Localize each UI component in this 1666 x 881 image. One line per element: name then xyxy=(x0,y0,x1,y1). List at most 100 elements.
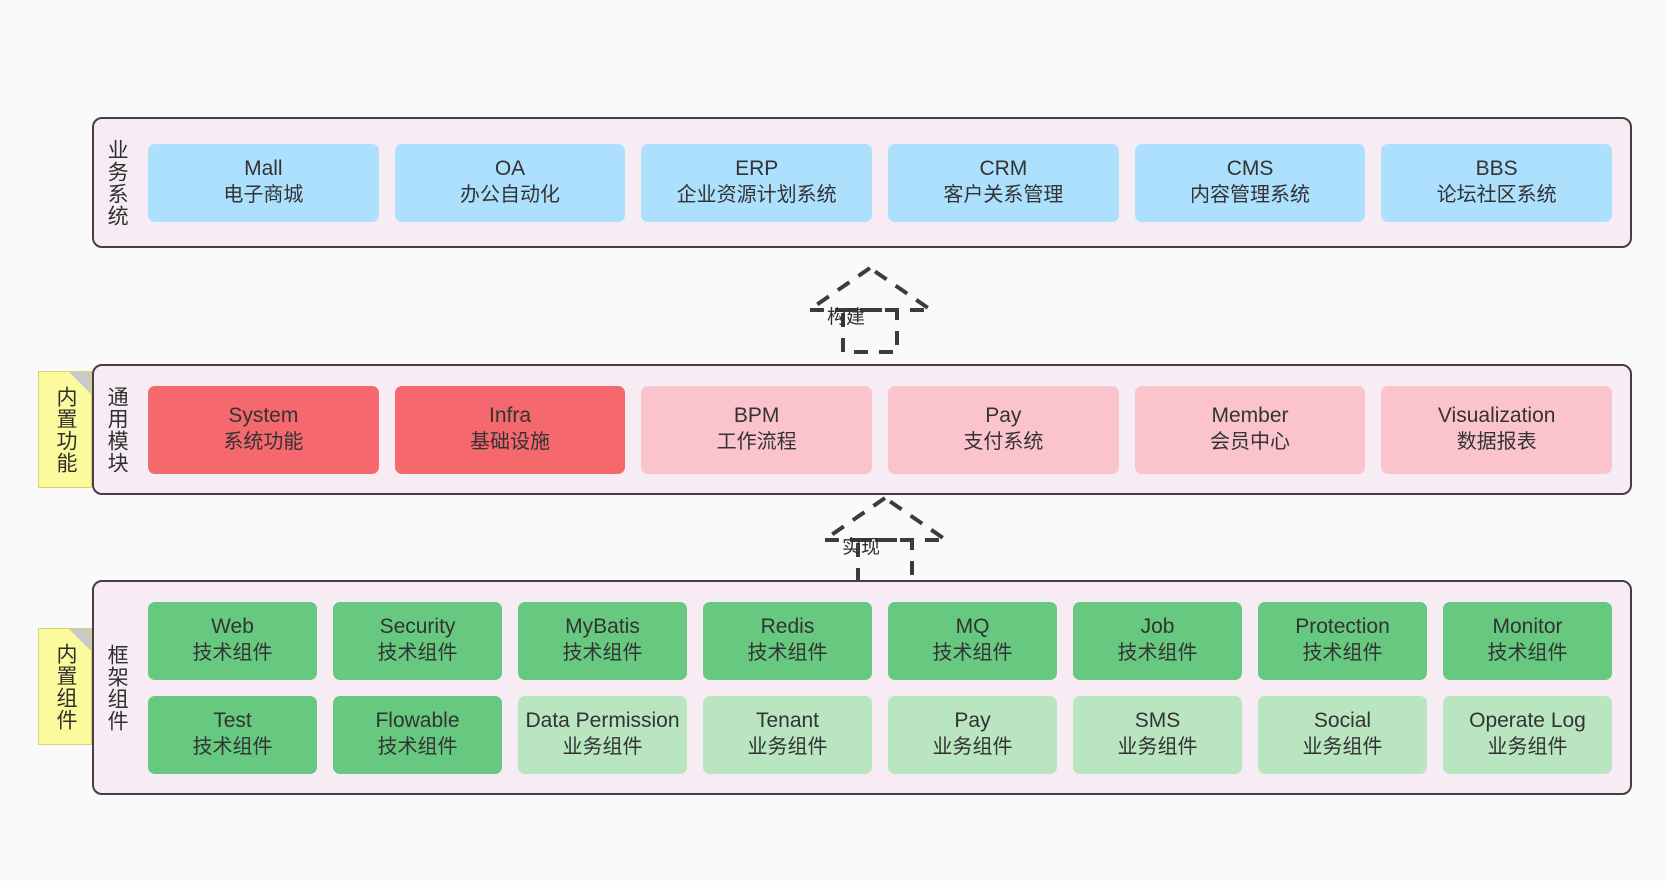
layer-title-framework-components: 框架组件 xyxy=(105,643,129,732)
card-mq[interactable]: MQ 技术组件 xyxy=(888,601,1057,680)
card-subtitle: 技术组件 xyxy=(562,642,643,665)
card-bbs[interactable]: BBS 论坛社区系统 xyxy=(1381,143,1613,222)
card-social[interactable]: Social 业务组件 xyxy=(1258,695,1427,774)
card-subtitle: 企业资源计划系统 xyxy=(676,184,837,207)
card-cms[interactable]: CMS 内容管理系统 xyxy=(1134,143,1366,222)
card-title: BBS xyxy=(1475,157,1518,181)
card-title: MyBatis xyxy=(565,615,640,639)
card-subtitle: 业务组件 xyxy=(932,736,1013,759)
card-subtitle: 基础设施 xyxy=(470,431,550,454)
card-title: Monitor xyxy=(1492,615,1563,639)
implement-arrow-icon xyxy=(817,495,953,584)
card-subtitle: 会员中心 xyxy=(1210,431,1291,454)
card-subtitle: 业务组件 xyxy=(1487,736,1568,759)
card-title: System xyxy=(228,404,299,428)
card-pay[interactable]: Pay 支付系统 xyxy=(888,385,1119,474)
card-title: MQ xyxy=(955,615,990,639)
layer-body-business-systems: Mall 电子商城 OA 办公自动化 ERP 企业资源计划系统 CRM 客户关系… xyxy=(138,119,1630,246)
card-row: Web 技术组件 Security 技术组件 MyBatis 技术组件 Redi… xyxy=(148,601,1612,680)
card-operate-log[interactable]: Operate Log 业务组件 xyxy=(1443,695,1612,774)
note-label: 内置组件 xyxy=(54,642,77,731)
card-monitor[interactable]: Monitor 技术组件 xyxy=(1443,601,1612,680)
card-mall[interactable]: Mall 电子商城 xyxy=(148,143,379,222)
card-subtitle: 技术组件 xyxy=(932,642,1013,665)
card-title: Web xyxy=(211,615,254,639)
card-subtitle: 业务组件 xyxy=(1117,736,1198,759)
card-erp[interactable]: ERP 企业资源计划系统 xyxy=(641,143,873,222)
card-subtitle: 技术组件 xyxy=(192,642,273,665)
card-infra[interactable]: Infra 基础设施 xyxy=(394,385,626,474)
card-job[interactable]: Job 技术组件 xyxy=(1073,601,1242,680)
card-title: Protection xyxy=(1295,615,1390,639)
card-member[interactable]: Member 会员中心 xyxy=(1134,385,1366,474)
card-title: Mall xyxy=(244,157,283,181)
card-title: Data Permission xyxy=(525,709,680,733)
card-subtitle: 业务组件 xyxy=(1302,736,1383,759)
layer-business-systems: 业务系统 Mall 电子商城 OA 办公自动化 ERP 企业资源计划系统 CRM… xyxy=(92,117,1632,248)
card-subtitle: 系统功能 xyxy=(223,431,304,454)
connector-label-implement: 实现 xyxy=(842,537,881,558)
build-arrow-icon xyxy=(802,265,938,354)
card-title: Security xyxy=(379,615,456,639)
card-subtitle: 客户关系管理 xyxy=(943,184,1064,207)
card-tenant[interactable]: Tenant 业务组件 xyxy=(703,695,872,774)
card-mybatis[interactable]: MyBatis 技术组件 xyxy=(518,601,687,680)
note-builtin-components: 内置组件 xyxy=(38,628,92,745)
card-subtitle: 支付系统 xyxy=(963,431,1044,454)
layer-title-business-systems: 业务系统 xyxy=(105,138,129,227)
card-test[interactable]: Test 技术组件 xyxy=(148,695,317,774)
card-subtitle: 电子商城 xyxy=(223,184,304,207)
note-fold-corner xyxy=(69,629,91,651)
note-builtin-functions: 内置功能 xyxy=(38,371,92,488)
connector-implement: 实现 xyxy=(810,492,960,584)
card-title: Test xyxy=(213,709,252,733)
card-title: Pay xyxy=(985,404,1022,428)
card-protection[interactable]: Protection 技术组件 xyxy=(1258,601,1427,680)
card-flowable[interactable]: Flowable 技术组件 xyxy=(333,695,502,774)
card-title: CMS xyxy=(1226,157,1274,181)
card-subtitle: 业务组件 xyxy=(747,736,828,759)
connector-build: 构建 xyxy=(795,262,945,354)
card-subtitle: 技术组件 xyxy=(377,642,458,665)
layer-body-framework-components: Web 技术组件 Security 技术组件 MyBatis 技术组件 Redi… xyxy=(138,582,1630,793)
card-subtitle: 技术组件 xyxy=(377,736,458,759)
card-oa[interactable]: OA 办公自动化 xyxy=(394,143,626,222)
card-subtitle: 技术组件 xyxy=(1117,642,1198,665)
card-data-permission[interactable]: Data Permission 业务组件 xyxy=(518,695,687,774)
card-title: Tenant xyxy=(755,709,820,733)
card-title: Operate Log xyxy=(1469,709,1586,733)
note-fold-corner xyxy=(69,372,91,394)
card-crm[interactable]: CRM 客户关系管理 xyxy=(888,143,1119,222)
card-row: System 系统功能 Infra 基础设施 BPM 工作流程 Pay 支付系统… xyxy=(148,385,1613,474)
layer-title-common-modules: 通用模块 xyxy=(105,385,129,474)
card-title: Pay xyxy=(954,709,991,733)
card-web[interactable]: Web 技术组件 xyxy=(148,601,317,680)
card-system[interactable]: System 系统功能 xyxy=(148,385,379,474)
card-redis[interactable]: Redis 技术组件 xyxy=(703,601,872,680)
card-row: Mall 电子商城 OA 办公自动化 ERP 企业资源计划系统 CRM 客户关系… xyxy=(148,143,1613,222)
card-security[interactable]: Security 技术组件 xyxy=(333,601,502,680)
card-subtitle: 技术组件 xyxy=(747,642,828,665)
note-label: 内置功能 xyxy=(54,385,77,474)
card-title: SMS xyxy=(1134,709,1181,733)
card-subtitle: 工作流程 xyxy=(716,431,797,454)
card-title: Member xyxy=(1211,404,1289,428)
card-subtitle: 技术组件 xyxy=(192,736,273,759)
card-title: CRM xyxy=(979,157,1028,181)
card-subtitle: 办公自动化 xyxy=(460,184,560,207)
card-title: Infra xyxy=(488,404,532,428)
layer-body-common-modules: System 系统功能 Infra 基础设施 BPM 工作流程 Pay 支付系统… xyxy=(138,366,1630,493)
card-title: OA xyxy=(494,157,526,181)
card-bpm[interactable]: BPM 工作流程 xyxy=(641,385,873,474)
card-title: Redis xyxy=(760,615,815,639)
card-subtitle: 技术组件 xyxy=(1302,642,1383,665)
card-title: Social xyxy=(1313,709,1372,733)
card-pay-business[interactable]: Pay 业务组件 xyxy=(888,695,1057,774)
card-subtitle: 数据报表 xyxy=(1456,431,1537,454)
card-visualization[interactable]: Visualization 数据报表 xyxy=(1381,385,1613,474)
card-sms[interactable]: SMS 业务组件 xyxy=(1073,695,1242,774)
card-title: Flowable xyxy=(375,709,460,733)
card-title: Job xyxy=(1140,615,1175,639)
connector-label-build: 构建 xyxy=(827,307,866,328)
card-row: Test 技术组件 Flowable 技术组件 Data Permission … xyxy=(148,695,1612,774)
